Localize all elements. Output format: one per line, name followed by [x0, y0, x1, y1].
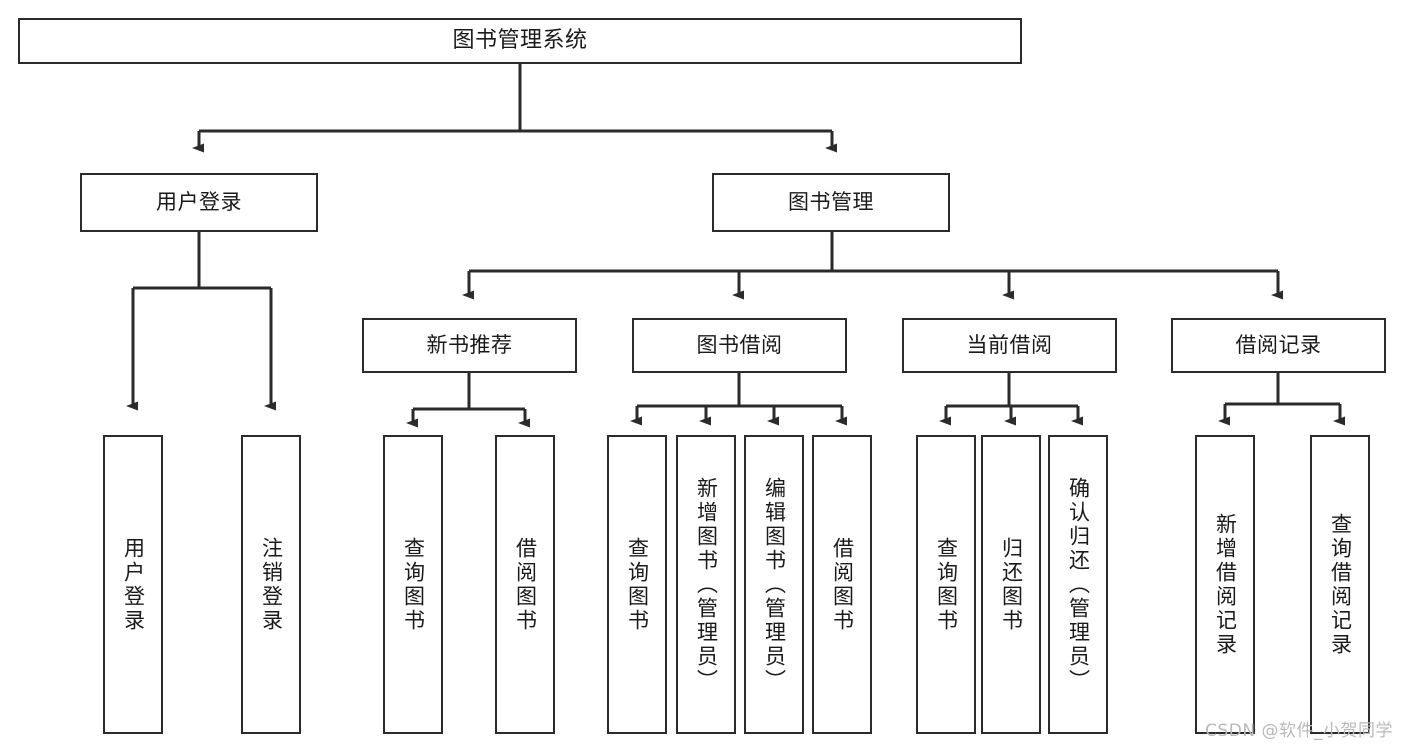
node-current-borrow-label: 当前借阅	[966, 333, 1053, 358]
node-book-management-label: 图书管理	[788, 190, 874, 215]
leaf-query-book-borrow[interactable]: 查询图书	[607, 435, 667, 734]
leaf-borrow-book-recommend-label: 借阅图书	[513, 536, 538, 633]
node-new-book-recommend[interactable]: 新书推荐	[362, 318, 577, 373]
node-new-book-recommend-label: 新书推荐	[426, 333, 513, 358]
node-root-system-label: 图书管理系统	[452, 28, 588, 54]
leaf-user-login-label: 用户登录	[121, 536, 146, 633]
csdn-watermark: CSDN @软件_小贺同学	[1205, 721, 1393, 741]
leaf-user-login[interactable]: 用户登录	[103, 435, 163, 734]
leaf-add-borrow-record[interactable]: 新增借阅记录	[1195, 435, 1255, 734]
leaf-edit-book-admin[interactable]: 编辑图书（管理员）	[744, 435, 804, 734]
node-book-borrow-label: 图书借阅	[696, 333, 783, 358]
node-user-login[interactable]: 用户登录	[80, 173, 318, 232]
node-book-management[interactable]: 图书管理	[712, 173, 950, 232]
node-borrow-record-label: 借阅记录	[1235, 333, 1322, 358]
leaf-query-borrow-record[interactable]: 查询借阅记录	[1310, 435, 1370, 734]
node-borrow-record[interactable]: 借阅记录	[1171, 318, 1386, 373]
leaf-return-book[interactable]: 归还图书	[981, 435, 1041, 734]
leaf-borrow-book-borrow[interactable]: 借阅图书	[812, 435, 872, 734]
leaf-confirm-return-admin-label: 确认归还（管理员）	[1066, 476, 1091, 693]
leaf-logout-login[interactable]: 注销登录	[241, 435, 301, 734]
leaf-add-borrow-record-label: 新增借阅记录	[1213, 512, 1238, 657]
leaf-confirm-return-admin[interactable]: 确认归还（管理员）	[1048, 435, 1108, 734]
leaf-add-book-admin[interactable]: 新增图书（管理员）	[676, 435, 736, 734]
leaf-query-borrow-record-label: 查询借阅记录	[1328, 512, 1353, 657]
leaf-query-book-recommend[interactable]: 查询图书	[383, 435, 443, 734]
node-root-system[interactable]: 图书管理系统	[18, 18, 1022, 64]
leaf-query-book-current[interactable]: 查询图书	[916, 435, 976, 734]
leaf-query-book-current-label: 查询图书	[934, 536, 959, 633]
leaf-borrow-book-recommend[interactable]: 借阅图书	[495, 435, 555, 734]
leaf-borrow-book-borrow-label: 借阅图书	[830, 536, 855, 633]
leaf-logout-login-label: 注销登录	[259, 536, 284, 633]
leaf-query-book-borrow-label: 查询图书	[625, 536, 650, 633]
node-user-login-label: 用户登录	[156, 190, 242, 215]
node-current-borrow[interactable]: 当前借阅	[902, 318, 1117, 373]
leaf-return-book-label: 归还图书	[999, 536, 1024, 633]
leaf-query-book-recommend-label: 查询图书	[401, 536, 426, 633]
node-book-borrow[interactable]: 图书借阅	[632, 318, 847, 373]
leaf-edit-book-admin-label: 编辑图书（管理员）	[762, 476, 787, 693]
leaf-add-book-admin-label: 新增图书（管理员）	[694, 476, 719, 693]
